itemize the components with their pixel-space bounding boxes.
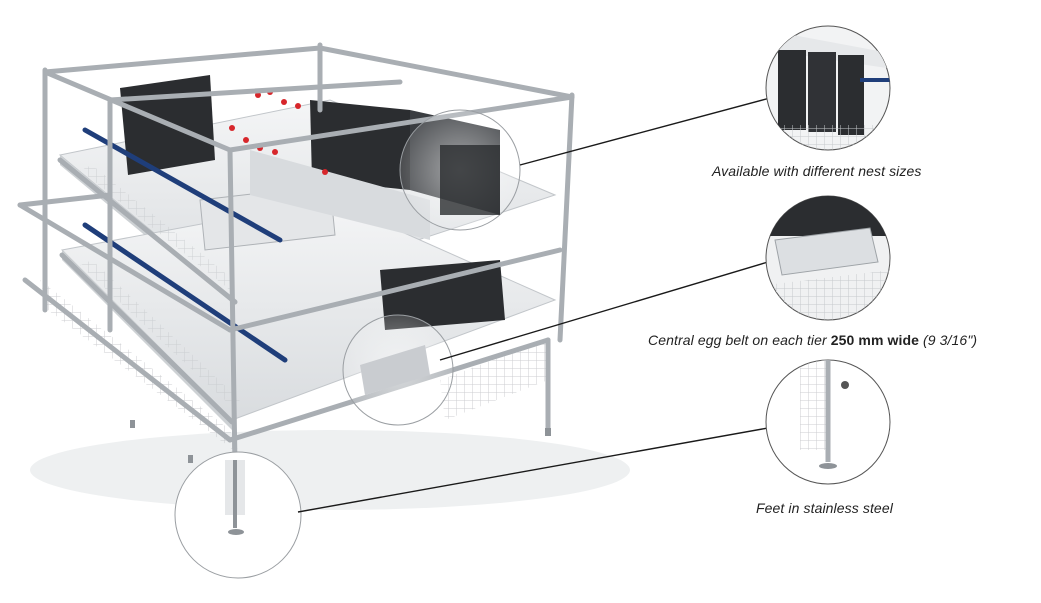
caption-egg-belt-width: 250 mm wide: [830, 332, 920, 348]
lens-feet: [174, 451, 302, 579]
detail-circle-feet: [765, 359, 891, 485]
steel-frame: [17, 42, 575, 468]
caption-egg-belt-suffix: (9 3/16"): [919, 332, 978, 348]
ground-shadow: [30, 430, 630, 510]
lens-belt: [342, 314, 454, 426]
caption-feet: Feet in stainless steel: [756, 500, 893, 516]
detail-circle-nest: [765, 25, 891, 151]
feeder-belts: [82, 127, 288, 363]
detail-circle-belt: [765, 195, 891, 321]
lens-nest: [399, 109, 521, 231]
callout-lines: [297, 97, 771, 513]
caption-nest-sizes: Available with different nest sizes: [712, 163, 922, 179]
caption-egg-belt: Central egg belt on each tier 250 mm wid…: [648, 332, 977, 348]
caption-egg-belt-prefix: Central egg belt on each tier: [648, 332, 831, 348]
